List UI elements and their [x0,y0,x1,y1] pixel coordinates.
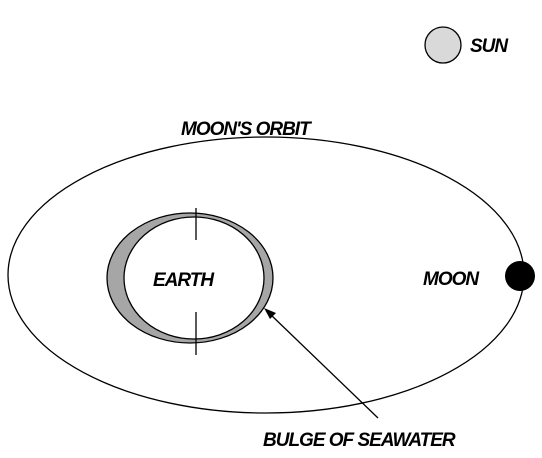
earth-label: EARTH [153,270,215,291]
moon-label: MOON [423,269,480,290]
earth-group: EARTH [107,208,273,355]
sun: SUN [425,27,509,63]
moon-circle [505,261,535,291]
moon: MOON [423,261,535,291]
bulge-callout: BULGE OF SEAWATER [263,308,456,451]
bulge-pointer-line [270,314,378,418]
bulge-label: BULGE OF SEAWATER [263,430,456,451]
sun-circle [425,27,461,63]
sun-label: SUN [470,36,509,57]
moons-orbit-label: MOON'S ORBIT [181,119,312,140]
